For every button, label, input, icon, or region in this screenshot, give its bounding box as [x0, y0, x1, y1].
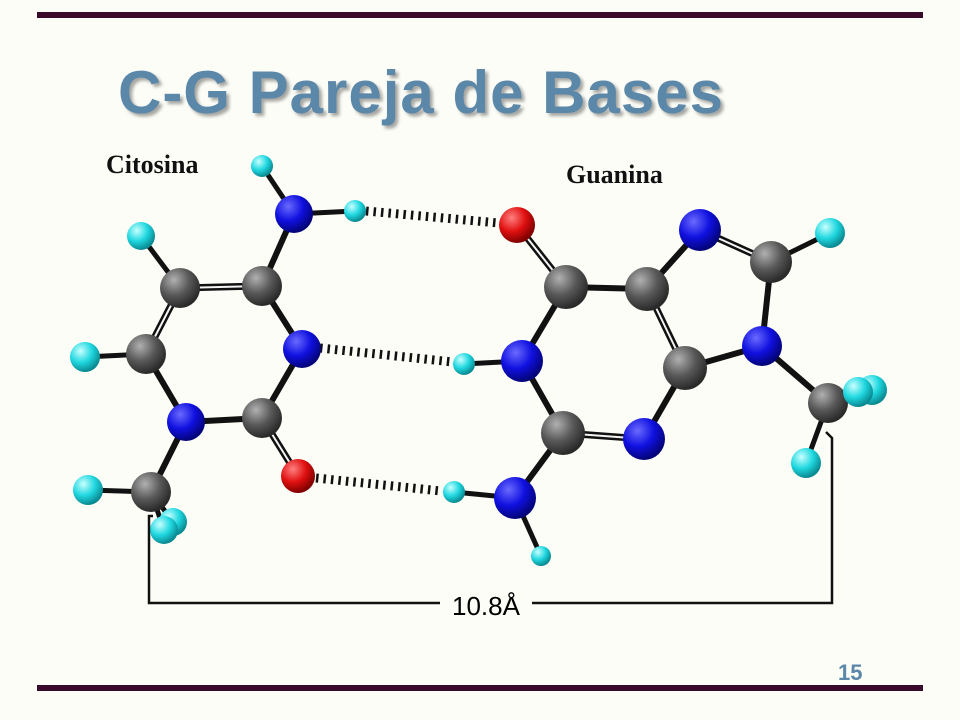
- bracket-left: [147, 514, 440, 605]
- nitrogen-atom: [623, 418, 665, 460]
- carbon-atom: [131, 472, 171, 512]
- hydrogen-atom: [344, 200, 366, 222]
- hydrogen-bond: [315, 473, 442, 496]
- hydrogen-atom: [70, 342, 100, 372]
- carbon-atom: [242, 266, 282, 306]
- carbon-atom: [544, 265, 588, 309]
- distance-label: 10.8Å: [452, 591, 521, 621]
- carbon-atom: [663, 346, 707, 390]
- carbon-atom: [126, 334, 166, 374]
- hydrogen-atom: [815, 218, 845, 248]
- slide-title: C-G Pareja de Bases: [118, 59, 724, 126]
- nitrogen-atom: [501, 340, 543, 382]
- bracket-right: [532, 431, 834, 605]
- hydrogen-atom: [251, 155, 273, 177]
- carbon-atom: [541, 411, 585, 455]
- atoms: [70, 155, 887, 566]
- oxygen-atom: [281, 459, 315, 493]
- nitrogen-atom: [494, 477, 536, 519]
- hydrogen-atom: [531, 546, 551, 566]
- hydrogen-bond: [365, 206, 500, 228]
- hydrogen-atom: [453, 353, 475, 375]
- top-rule: [37, 12, 923, 18]
- slide-number: 15: [838, 660, 863, 685]
- carbon-atom: [808, 383, 848, 423]
- nitrogen-atom: [742, 326, 782, 366]
- nitrogen-atom: [679, 209, 721, 251]
- hydrogen-atom: [843, 377, 873, 407]
- hydrogen-bond: [319, 343, 454, 367]
- hydrogen-atom: [791, 448, 821, 478]
- carbon-atom: [625, 267, 669, 311]
- nitrogen-atom: [283, 330, 321, 368]
- bottom-rule: [37, 685, 923, 691]
- carbon-atom: [242, 398, 282, 438]
- nitrogen-atom: [275, 195, 313, 233]
- hydrogen-bonds: [315, 206, 500, 496]
- carbon-atom: [750, 241, 792, 283]
- hydrogen-atom: [73, 475, 103, 505]
- nitrogen-atom: [167, 403, 205, 441]
- carbon-atom: [160, 268, 200, 308]
- distance-bracket: [147, 431, 834, 605]
- oxygen-atom: [499, 207, 535, 243]
- guanine-label: Guanina: [566, 160, 663, 189]
- hydrogen-atom: [127, 222, 155, 250]
- hydrogen-atom: [443, 481, 465, 503]
- hydrogen-atom: [150, 516, 178, 544]
- cytosine-label: Citosina: [106, 150, 199, 179]
